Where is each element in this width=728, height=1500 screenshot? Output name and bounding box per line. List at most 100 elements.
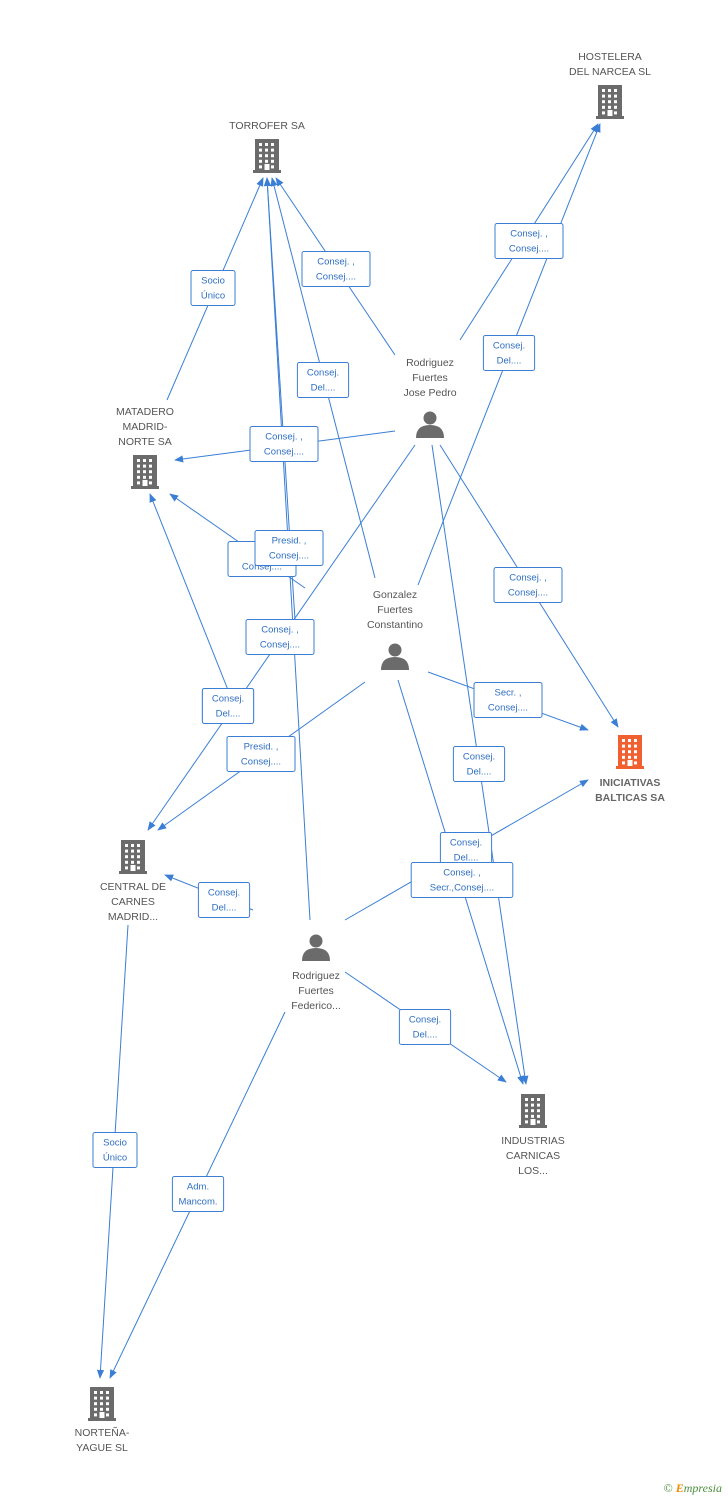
edge-label-e17[interactable]: Consej. , Secr.,Consej....: [410, 862, 514, 898]
edge-label-box: [410, 862, 514, 898]
edge-label-box: [171, 1176, 225, 1212]
node-label: BALTICAS SA: [595, 792, 665, 804]
edge-label-box: [249, 426, 319, 462]
edge-label-text: Consej....: [488, 703, 528, 714]
edge-label-text: Único: [103, 1153, 127, 1164]
edge-label-e13[interactable]: Presid. ,Consej....: [226, 736, 296, 772]
brand-name: mpresia: [683, 1481, 722, 1495]
edge-label-box: [494, 223, 564, 259]
building-icon: [596, 85, 624, 119]
edge-label-e15[interactable]: Consej. Del....: [452, 746, 506, 782]
edge-label-text: Consej....: [241, 757, 281, 768]
edge-label-text: Del....: [454, 853, 479, 864]
edge-label-text: Consej. ,: [443, 868, 481, 879]
edge-label-box: [92, 1132, 138, 1168]
edge-label-e19[interactable]: Consej.Del....: [398, 1009, 452, 1045]
edge-label-text: Consej....: [242, 562, 282, 573]
edge-label-text: Consej....: [260, 640, 300, 651]
edge-label-text: Secr. ,: [495, 688, 522, 699]
edge-label-text: Consej.: [493, 341, 525, 352]
edge-label-text: Consej. ,: [317, 257, 355, 268]
edge-label-e7[interactable]: Consej. , Consej....: [493, 567, 563, 603]
edge-label-e2[interactable]: Consej. , Consej....: [301, 251, 371, 287]
edge-label-e5[interactable]: Consej. Del....: [296, 362, 350, 398]
node-label: CENTRAL DE: [100, 881, 166, 893]
edge-label-box: [493, 567, 563, 603]
node-label: Rodriguez: [292, 970, 340, 982]
node-label: INDUSTRIAS: [501, 1135, 565, 1147]
edge-label-text: Consej.: [450, 838, 482, 849]
node-label: TORROFER SA: [229, 120, 305, 132]
edge-label-text: Consej. ,: [509, 573, 547, 584]
empresia-watermark[interactable]: ©Empresia: [664, 1481, 722, 1496]
edge-label-box: [245, 619, 315, 655]
edge-label-text: Consej....: [509, 244, 549, 255]
edge-label-text: Consej....: [269, 551, 309, 562]
edge-label-text: Secr.,Consej....: [430, 883, 494, 894]
node-label: CARNES: [111, 896, 155, 908]
node-label: Gonzalez: [373, 589, 417, 601]
node-nortena[interactable]: NORTEÑA-YAGUE SL: [75, 1387, 130, 1454]
edge-label-box: [482, 335, 536, 371]
edge-label-text: Consej....: [316, 272, 356, 283]
edge-label-text: Del....: [212, 903, 237, 914]
building-icon: [88, 1387, 116, 1421]
node-label: MADRID-: [123, 421, 168, 433]
edge-label-text: Del....: [497, 356, 522, 367]
edge-label-box: [190, 270, 236, 306]
edge-label-e6[interactable]: Consej. ,Consej....: [249, 426, 319, 462]
edge-label-e4[interactable]: Consej. Del....: [482, 335, 536, 371]
edge-label-text: Mancom.: [178, 1197, 217, 1208]
node-industrias[interactable]: INDUSTRIASCARNICASLOS...: [501, 1094, 565, 1177]
edge-label-text: Consej....: [508, 588, 548, 599]
node-torrofer[interactable]: TORROFER SA: [229, 120, 305, 173]
building-icon: [253, 139, 281, 173]
node-label: DEL NARCEA SL: [569, 66, 651, 78]
edge-label-text: Del....: [413, 1030, 438, 1041]
node-label: Fuertes: [377, 604, 413, 616]
edge-label-box: [398, 1009, 452, 1045]
person-icon: [416, 411, 444, 438]
brand-initial: E: [675, 1481, 684, 1495]
edge-label-text: Presid. ,: [272, 536, 307, 547]
edge-label-e16[interactable]: Consej. Del....: [439, 832, 493, 868]
node-label: Jose Pedro: [403, 387, 456, 399]
edge-label-e3[interactable]: Consej. ,Consej....: [494, 223, 564, 259]
person-icon: [381, 643, 409, 670]
edge-label-e12[interactable]: Consej.Del....: [201, 688, 255, 724]
edge-label-text: Consej.: [208, 888, 240, 899]
node-federico[interactable]: RodriguezFuertesFederico...: [291, 934, 341, 1013]
edge-label-box: [301, 251, 371, 287]
edge-label-e11[interactable]: Consej. ,Consej....: [245, 619, 315, 655]
edge-label-text: Del....: [216, 709, 241, 720]
building-icon: [119, 840, 147, 874]
edge-label-text: Del....: [311, 383, 336, 394]
edge-label-e10[interactable]: Presid. , Consej....: [254, 530, 324, 566]
edge-label-box: [254, 530, 324, 566]
edge-label-text: Consej.: [307, 368, 339, 379]
edge-label-text: Consej.: [463, 752, 495, 763]
edge-label-box: [197, 882, 251, 918]
edge-label-text: Socio: [201, 276, 225, 287]
edge-label-box: [201, 688, 255, 724]
edge-label-e18[interactable]: Consej. Del....: [197, 882, 251, 918]
edge-label-e21[interactable]: Adm.Mancom.: [171, 1176, 225, 1212]
node-central[interactable]: CENTRAL DECARNESMADRID...: [100, 840, 166, 923]
edge-label-text: Del....: [467, 767, 492, 778]
node-label: Constantino: [367, 619, 423, 631]
edge-label-text: Socio: [103, 1138, 127, 1149]
edge-label-box: [452, 746, 506, 782]
node-label: LOS...: [518, 1165, 548, 1177]
node-label: NORTE SA: [118, 436, 171, 448]
edge-label-e14[interactable]: Secr. , Consej....: [473, 682, 543, 718]
